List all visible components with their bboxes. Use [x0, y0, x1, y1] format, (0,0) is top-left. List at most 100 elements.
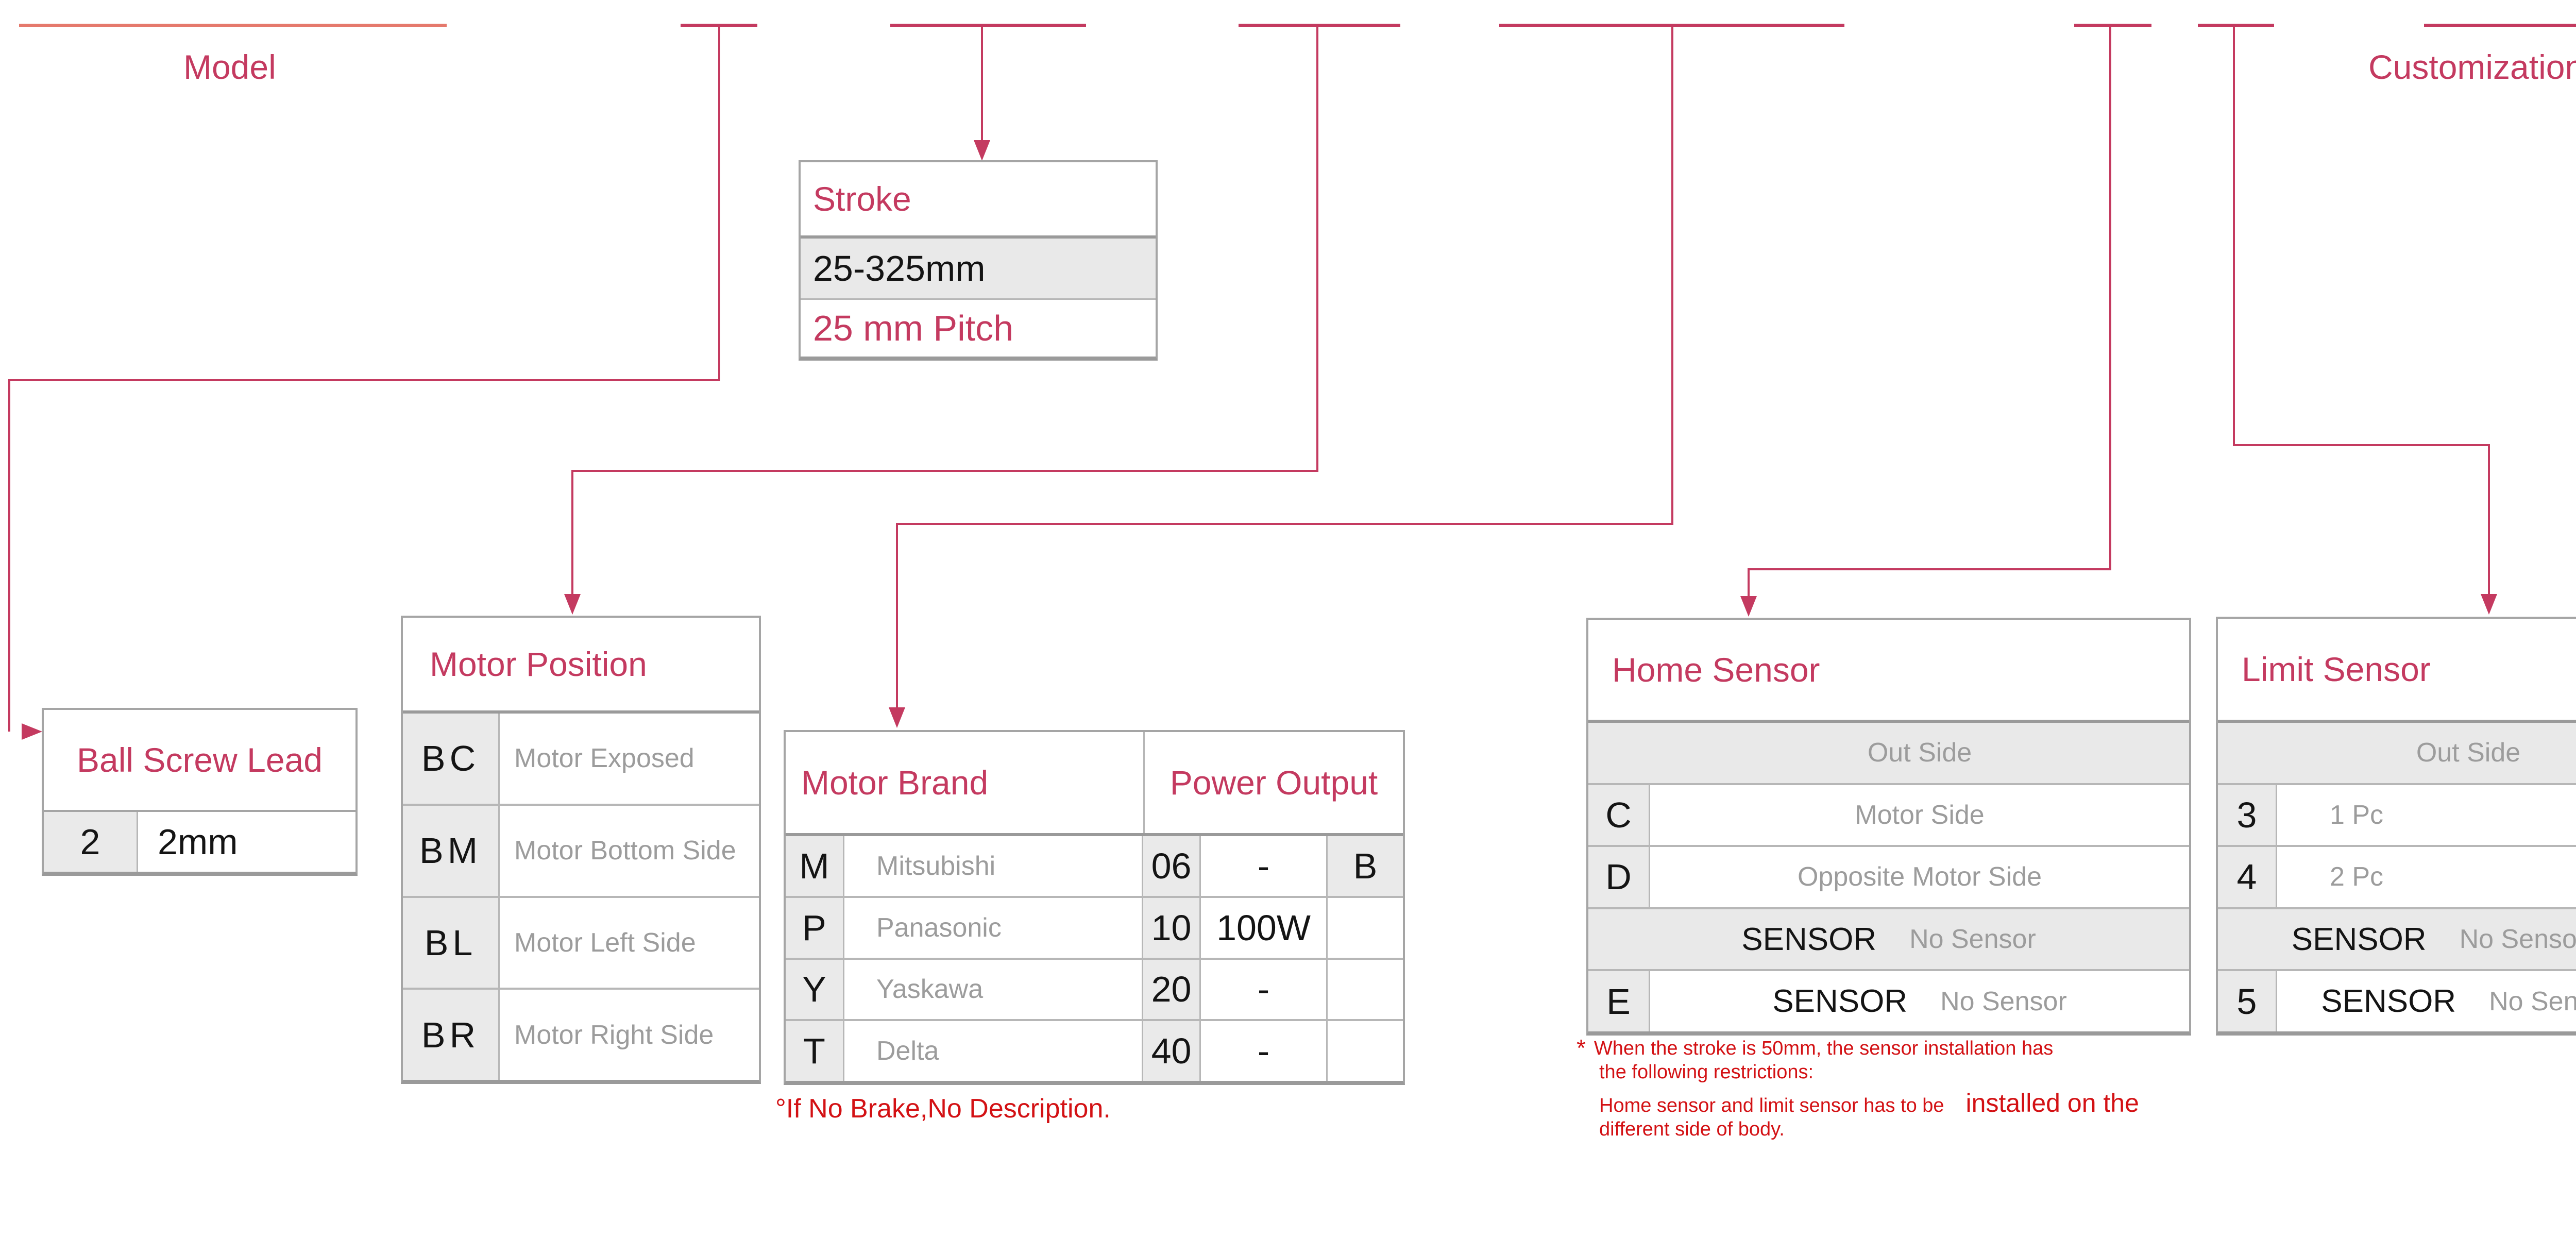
table-row: BM Motor Bottom Side	[403, 805, 759, 898]
connector-ball-screw-vertical-1	[718, 26, 720, 381]
model-code-segment-1	[19, 24, 447, 27]
connector-motor-position-vertical-1	[1316, 26, 1318, 472]
arrow-down-icon	[974, 140, 990, 161]
motor-position-desc: Motor Exposed	[514, 743, 694, 774]
model-code-segment-4	[1239, 24, 1400, 27]
home-sensor-no-sensor: No Sensor	[1940, 986, 2067, 1016]
stroke-table: Stroke 25-325mm 25 mm Pitch	[799, 160, 1158, 361]
asterisk-marker: *	[1577, 1035, 1586, 1061]
home-sensor-table: Home Sensor Out Side C Motor Side D Oppo…	[1586, 618, 2191, 1036]
table-row: Out Side	[2218, 723, 2576, 785]
model-code-segment-3	[890, 24, 1086, 27]
connector-home-sensor-vertical-1	[2109, 26, 2111, 570]
note-line-3b: installed on the	[1965, 1089, 2139, 1117]
ball-screw-lead-value: 2mm	[158, 822, 238, 862]
motor-brand-code: P	[786, 897, 844, 958]
limit-sensor-code: 4	[2218, 847, 2277, 907]
brake-code: B	[1328, 836, 1403, 896]
motor-position-table: Motor Position BC Motor Exposed BM Motor…	[401, 616, 761, 1084]
motor-brand-name: Delta	[844, 1021, 1143, 1081]
limit-sensor-no-sensor: No Sensor	[2489, 986, 2576, 1016]
table-row: D Opposite Motor Side	[1588, 847, 2189, 909]
table-row: 25 mm Pitch	[801, 300, 1156, 357]
limit-sensor-code: 5	[2218, 971, 2277, 1031]
limit-sensor-code: 3	[2218, 785, 2277, 845]
arrow-down-icon	[889, 707, 905, 728]
home-sensor-code: D	[1588, 847, 1650, 907]
motor-brand-name: Yaskawa	[844, 959, 1143, 1020]
home-sensor-sensor-label: SENSOR	[1741, 921, 1877, 957]
connector-motor-position-vertical-2	[571, 470, 573, 597]
limit-sensor-sensor-label: SENSOR	[2291, 921, 2427, 957]
arrow-down-icon	[1740, 596, 1757, 617]
connector-home-sensor-vertical-2	[1748, 568, 1750, 598]
connector-limit-sensor-vertical-2	[2488, 444, 2490, 595]
table-row: SENSOR No Sensor	[2218, 909, 2576, 972]
table-row: 2 2mm	[44, 812, 355, 872]
stroke-range: 25-325mm	[813, 248, 986, 289]
model-code-segment-7	[2198, 24, 2274, 27]
motor-position-code: BM	[403, 805, 500, 896]
power-output-code: 40	[1143, 1021, 1201, 1081]
table-row: SENSOR No Sensor	[1588, 909, 2189, 972]
connector-motor-position-horizontal	[571, 470, 1318, 472]
stroke-pitch: 25 mm Pitch	[813, 308, 1013, 348]
connector-home-sensor-horizontal	[1748, 568, 2111, 570]
power-output-value: -	[1201, 1021, 1328, 1081]
table-row: T Delta 40 -	[786, 1021, 1403, 1081]
model-label: Model	[183, 48, 276, 86]
model-code-segment-8	[2424, 24, 2576, 27]
home-sensor-desc: Opposite Motor Side	[1797, 862, 2042, 892]
limit-sensor-title: Limit Sensor	[2218, 619, 2576, 723]
brake-code	[1328, 898, 1403, 958]
connector-motor-brand-vertical-1	[1671, 26, 1673, 525]
note-line-4: different side of body.	[1599, 1118, 1785, 1140]
motor-brand-table: Motor Brand Power Output M Mitsubishi 06…	[784, 730, 1405, 1085]
table-row: Y Yaskawa 20 -	[786, 959, 1403, 1022]
motor-brand-code: T	[786, 1021, 844, 1081]
model-code-segment-6	[2074, 24, 2151, 27]
power-output-value: -	[1201, 959, 1328, 1020]
arrow-down-icon	[2481, 594, 2497, 615]
table-row: P Panasonic 10 100W	[786, 897, 1403, 960]
home-sensor-code: E	[1588, 971, 1650, 1031]
brake-code	[1328, 960, 1403, 1020]
table-row: 4 2 Pc	[2218, 847, 2576, 909]
table-row: E SENSOR No Sensor	[1588, 971, 2189, 1031]
table-row: 3 1 Pc	[2218, 785, 2576, 847]
table-row: 5 SENSOR No Sensor	[2218, 971, 2576, 1031]
ball-screw-lead-code: 2	[44, 812, 138, 872]
motor-brand-name: Panasonic	[844, 897, 1143, 958]
table-row: BL Motor Left Side	[403, 897, 759, 990]
table-row: BR Motor Right Side	[403, 990, 759, 1080]
table-row: BC Motor Exposed	[403, 714, 759, 806]
motor-brand-title: Motor Brand	[786, 732, 1145, 833]
home-sensor-title: Home Sensor	[1588, 620, 2189, 723]
stroke-title: Stroke	[801, 162, 1156, 239]
home-sensor-outside-label: Out Side	[1867, 738, 1972, 768]
customization-order-label: Customization Order No.	[2368, 48, 2576, 86]
motor-position-desc: Motor Right Side	[514, 1020, 714, 1050]
power-output-title: Power Output	[1170, 764, 1378, 802]
home-sensor-desc: Motor Side	[1855, 800, 1985, 830]
motor-position-desc: Motor Bottom Side	[514, 836, 736, 866]
power-output-code: 10	[1143, 897, 1201, 958]
table-row: M Mitsubishi 06 - B	[786, 836, 1403, 898]
table-row: C Motor Side	[1588, 785, 2189, 847]
home-sensor-no-sensor: No Sensor	[1909, 924, 2036, 955]
power-output-code: 06	[1143, 836, 1201, 896]
motor-brand-code: Y	[786, 959, 844, 1020]
table-row: 25-325mm	[801, 239, 1156, 300]
limit-sensor-table: Limit Sensor Out Side 3 1 Pc 4 2 Pc SENS…	[2216, 617, 2576, 1036]
home-sensor-sensor-label: SENSOR	[1772, 983, 1908, 1020]
note-line-1: When the stroke is 50mm, the sensor inst…	[1594, 1038, 2054, 1059]
brake-code	[1328, 1021, 1403, 1081]
limit-sensor-no-sensor: No Sensor	[2459, 924, 2576, 955]
table-row: Out Side	[1588, 723, 2189, 785]
motor-position-code: BL	[403, 897, 500, 988]
motor-position-code: BC	[403, 714, 500, 804]
sensor-restriction-note: * When the stroke is 50mm, the sensor in…	[1577, 1035, 2139, 1141]
connector-limit-sensor-vertical-1	[2233, 26, 2235, 446]
no-brake-note: °If No Brake,No Description.	[775, 1094, 1111, 1124]
